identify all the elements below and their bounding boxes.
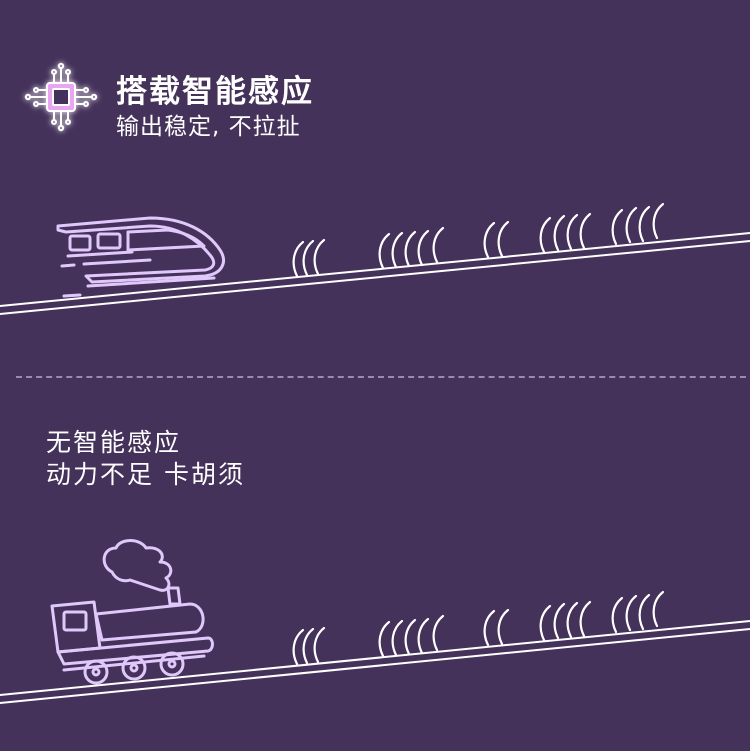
section-divider (16, 376, 746, 378)
comparison-subtitle: 动力不足 卡胡须 (46, 460, 245, 489)
bottom-whiskers (292, 590, 665, 666)
feature-subtitle: 输出稳定, 不拉扯 (116, 114, 301, 140)
comparison-title: 无智能感应 (46, 428, 182, 457)
bullet-train-icon (56, 216, 225, 298)
bottom-slope (0, 620, 750, 704)
top-slope (0, 232, 750, 315)
feature-title: 搭载智能感应 (116, 74, 314, 110)
top-whiskers (292, 202, 665, 278)
steam-train-icon (50, 539, 214, 685)
chip-icon (24, 62, 98, 132)
